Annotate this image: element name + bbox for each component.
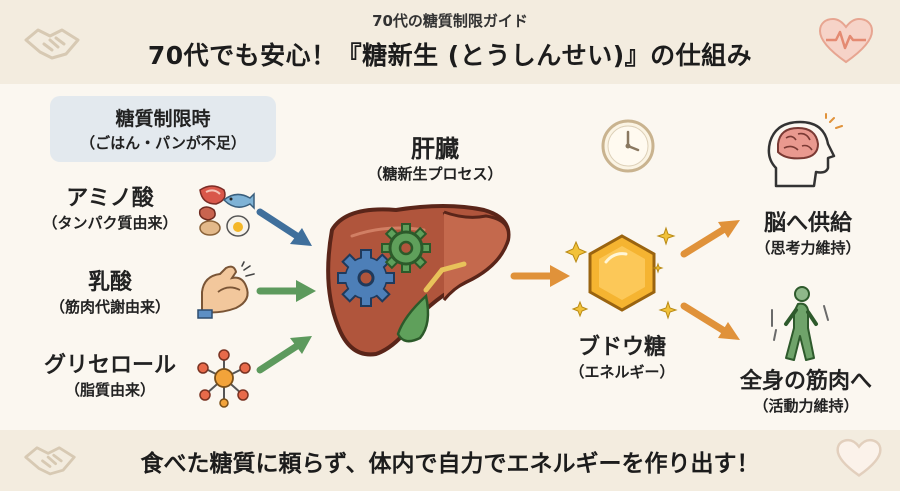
liver-process: （糖新生プロセス） [367, 165, 503, 183]
target-muscles: 全身の筋肉へ （活動力維持） [716, 368, 896, 416]
target-role: （活動力維持） [753, 397, 859, 415]
arrow-glucose-to-brain [680, 220, 740, 258]
heart-pulse-icon [818, 17, 874, 64]
glucose-label: ブドウ糖 （エネルギー） [552, 334, 692, 382]
liver-name: 肝臓 [411, 135, 459, 163]
target-name: 脳へ供給 [763, 211, 852, 236]
condition-title: 糖質制限時 [115, 108, 211, 130]
header-subtitle: 70代の糖質制限ガイド [372, 12, 528, 30]
condition-detail: （ごはん・パンが不足） [80, 134, 246, 152]
arrow-glucose-to-muscles [680, 302, 740, 340]
target-name: 全身の筋肉へ [739, 369, 872, 394]
heart-icon [836, 438, 882, 477]
walking-person-icon [771, 286, 829, 361]
source-name: アミノ酸 [66, 186, 154, 211]
liver-label: 肝臓 （糖新生プロセス） [360, 134, 510, 184]
handshake-icon [24, 28, 80, 60]
footer-message: 食べた糖質に頼らず、体内で自力でエネルギーを作り出す！ [140, 451, 760, 477]
page-title: 70代でも安心！『糖新生 (とうしんせい)』の仕組み [147, 41, 753, 70]
brain-head-icon [767, 113, 843, 188]
protein-foods-icon [198, 185, 255, 237]
source-amino-acid: アミノ酸 （タンパク質由来） [26, 185, 194, 233]
molecule-icon [197, 349, 251, 408]
source-lactate: 乳酸 （筋肉代謝由来） [26, 269, 194, 317]
arrow-liver-to-glucose [510, 265, 570, 287]
glucose-hexagon-icon [564, 226, 678, 320]
source-origin: （脂質由来） [64, 381, 155, 399]
glucose-role: （エネルギー） [569, 363, 675, 381]
condition-box: 糖質制限時 （ごはん・パンが不足） [50, 96, 276, 162]
handshake-icon [24, 446, 76, 476]
header-banner: 70代の糖質制限ガイド 70代でも安心！『糖新生 (とうしんせい)』の仕組み [0, 0, 900, 84]
source-name: グリセロール [43, 353, 176, 378]
clock-icon [601, 119, 655, 173]
source-name: 乳酸 [87, 270, 132, 295]
source-origin: （筋肉代謝由来） [49, 298, 170, 316]
footer-banner: 食べた糖質に頼らず、体内で自力でエネルギーを作り出す！ [0, 430, 900, 491]
liver-icon [326, 204, 511, 357]
target-brain: 脳へ供給 （思考力維持） [738, 210, 878, 258]
source-glycerol: グリセロール （脂質由来） [22, 352, 198, 400]
flexed-arm-icon [197, 261, 255, 319]
arrow-lactate-to-liver [256, 280, 316, 302]
target-role: （思考力維持） [755, 239, 861, 257]
arrow-amino-to-liver [256, 208, 312, 246]
glucose-name: ブドウ糖 [577, 335, 666, 360]
arrow-glycerol-to-liver [256, 336, 312, 374]
source-origin: （タンパク質由来） [42, 214, 178, 232]
